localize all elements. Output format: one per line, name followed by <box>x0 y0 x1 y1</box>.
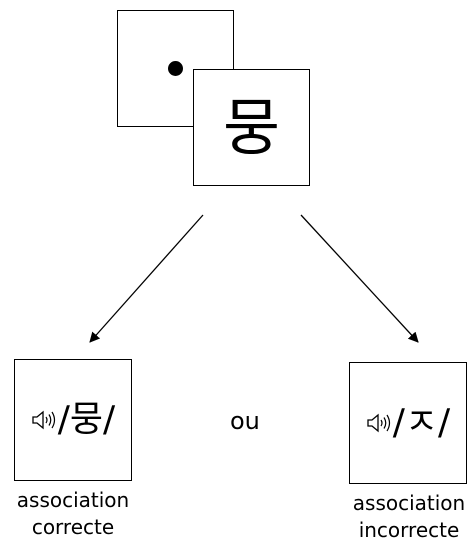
correct-caption-line1: association <box>16 488 130 512</box>
correct-caption-line2: correcte <box>31 515 115 539</box>
or-label: ou <box>230 407 260 435</box>
correct-sound-glyph: /뭉/ <box>57 399 116 440</box>
incorrect-caption: association incorrecte <box>339 490 473 544</box>
arrow-right <box>300 214 419 343</box>
speaker-icon <box>367 413 390 433</box>
fixation-dot <box>168 61 183 76</box>
target-glyph: 뭉 <box>222 90 281 164</box>
incorrect-caption-line1: association <box>352 491 466 515</box>
target-card: 뭉 <box>193 69 310 186</box>
arrow-left <box>89 214 204 343</box>
incorrect-association-card: /ㅈ/ <box>349 362 467 484</box>
fixation-card <box>117 10 234 127</box>
speaker-icon <box>32 410 55 430</box>
correct-caption: association correcte <box>3 487 143 541</box>
incorrect-sound-glyph: /ㅈ/ <box>392 402 451 443</box>
correct-association-card: /뭉/ <box>14 359 132 481</box>
incorrect-caption-line2: incorrecte <box>358 518 460 542</box>
